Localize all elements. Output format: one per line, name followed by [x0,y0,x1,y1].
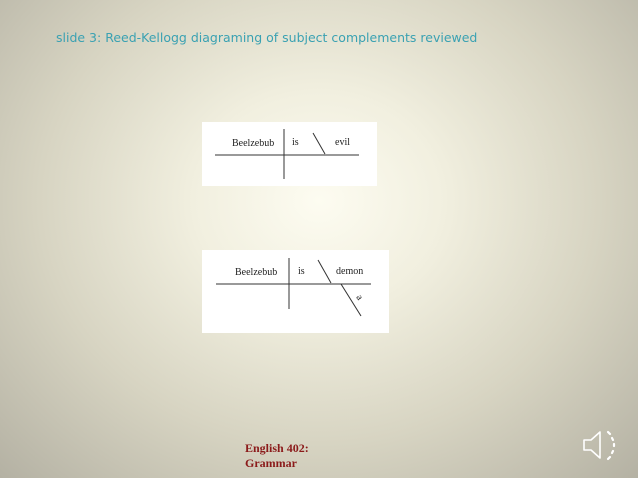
diagram-2-verb: is [298,266,305,277]
diagram-1-svg: Beelzebub is evil [215,129,359,179]
diagram-1-complement: evil [335,137,350,148]
course-subject: Grammar [245,456,297,470]
diagram-2-complement: demon [336,266,363,277]
modifier-line [340,283,362,317]
diagram-image-1: Beelzebub is evil [202,122,377,186]
diagram-image-2: Beelzebub is demon a [202,250,389,333]
course-name: English 402: [245,441,309,455]
complement-divider [312,132,326,155]
diagram-2-modifier: a [353,293,365,303]
complement-divider [317,259,332,284]
speaker-icon-svg [583,430,616,461]
speaker-icon[interactable] [578,424,630,466]
slide-title: slide 3: Reed-Kellogg diagraming of subj… [56,30,478,45]
diagram-1-subject: Beelzebub [232,138,274,149]
course-label: English 402: Grammar [245,441,309,471]
diagram-1-verb: is [292,137,299,148]
diagram-2-subject: Beelzebub [235,267,277,278]
diagram-2-svg: Beelzebub is demon a [216,258,371,317]
